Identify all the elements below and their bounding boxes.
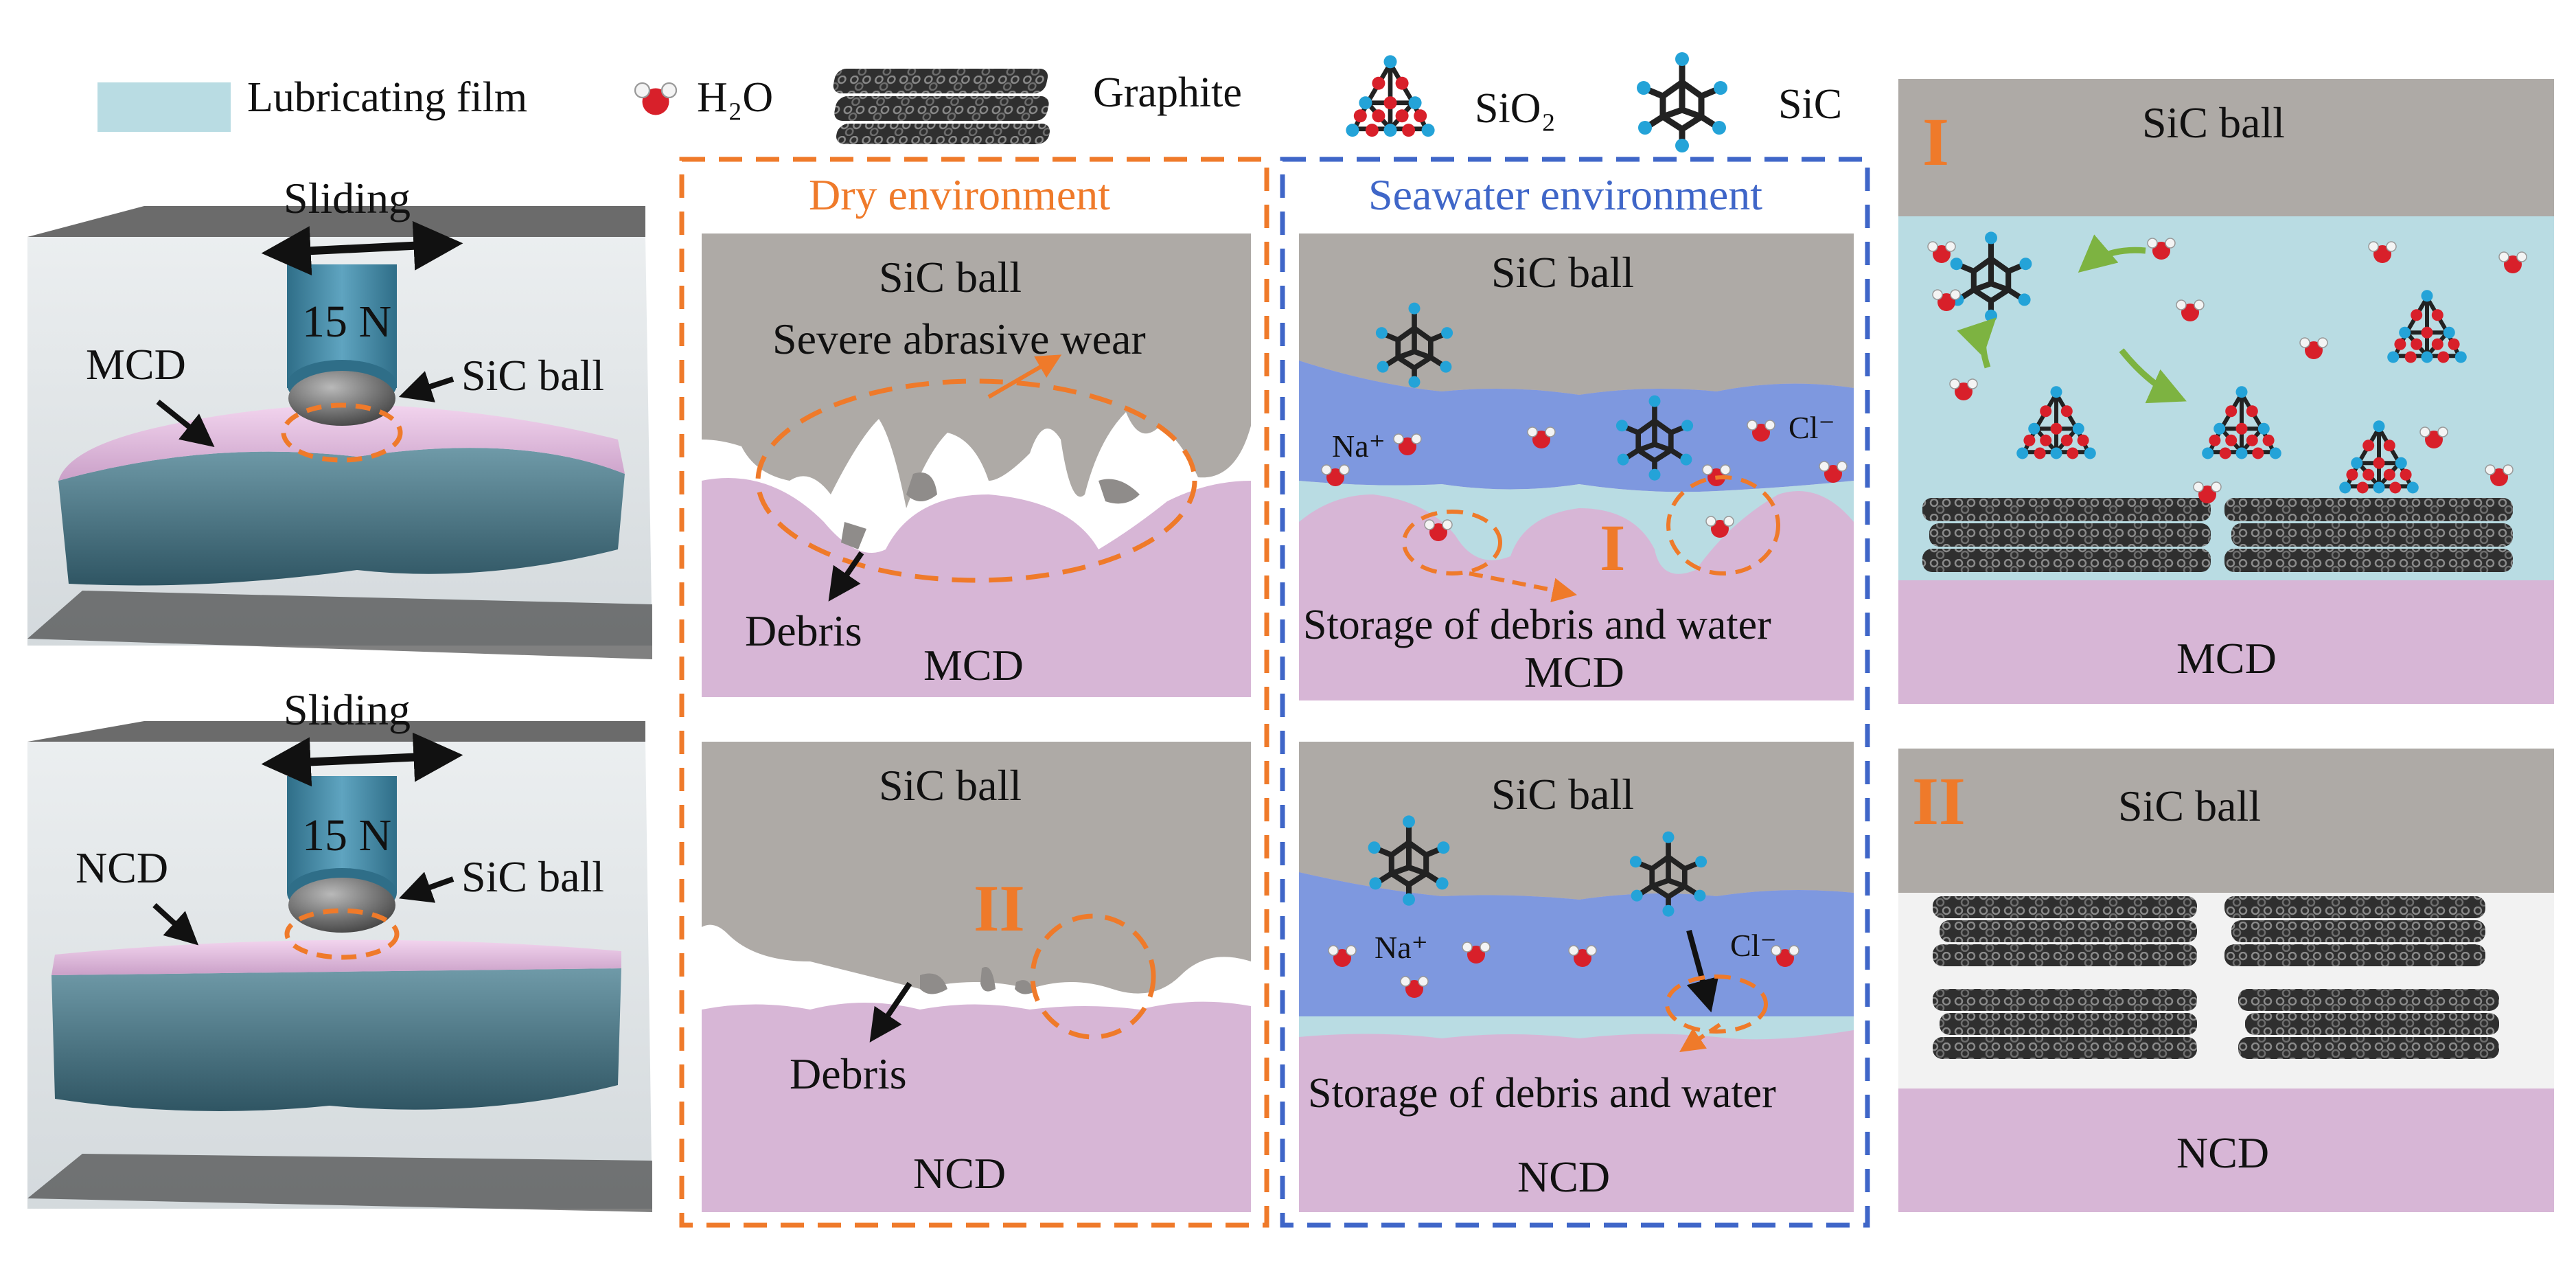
- dry-ncd-substrate-label: NCD: [913, 1149, 1006, 1198]
- seawater-mcd-pocket-left: [1402, 510, 1502, 575]
- mcd-sliding-label: Sliding: [284, 174, 411, 223]
- dry-mcd-wear-zone: [755, 378, 1197, 583]
- seawater-mcd-storage-label: Storage of debris and water: [1303, 602, 1771, 648]
- dry-ncd-contact-zone: [1030, 913, 1156, 1040]
- legend-silica: SiO₂: [1475, 85, 1556, 132]
- detail-i-substrate-label: MCD: [2176, 634, 2277, 683]
- seawater-mcd-chloride-label: Cl⁻: [1789, 410, 1835, 445]
- seawater-ncd-chloride-label: Cl⁻: [1730, 928, 1777, 963]
- ncd-coating-label: NCD: [76, 843, 168, 892]
- mcd-ball-label: SiC ball: [461, 351, 604, 400]
- ncd-sliding-label: Sliding: [284, 685, 411, 734]
- seawater-mcd-ball-label: SiC ball: [1491, 248, 1634, 297]
- detail-i-marker: I: [1922, 104, 1949, 180]
- seawater-ncd-substrate-label: NCD: [1517, 1152, 1610, 1201]
- dry-panel-title: Dry environment: [809, 170, 1110, 219]
- water-molecule-icon: [634, 82, 678, 116]
- seawater-ncd-pocket: [1665, 975, 1768, 1034]
- dry-ncd-ball-label: SiC ball: [879, 761, 1022, 810]
- ncd-ball-label: SiC ball: [461, 852, 604, 901]
- dry-mcd-ball-label: SiC ball: [879, 253, 1022, 301]
- silicon-carbide-molecule-icon: [1637, 52, 1727, 152]
- dry-environment-panel: Dry environment SiC ball Severe abrasive…: [679, 157, 1269, 1228]
- legend-lubricating-film: Lubricating film: [247, 74, 527, 121]
- legend-graphite: Graphite: [1093, 69, 1242, 116]
- detail-i-graphite-layers: [1922, 498, 2513, 572]
- lubricating-film-swatch: [97, 82, 231, 132]
- seawater-ncd-sodium-label: Na⁺: [1375, 930, 1428, 965]
- dry-mcd-wear-note: Severe abrasive wear: [772, 315, 1146, 363]
- dry-mcd-substrate-label: MCD: [923, 641, 1024, 690]
- detail-panel-ii: II SiC ball NCD: [1898, 749, 2554, 1212]
- seawater-panel-title: Seawater environment: [1368, 170, 1762, 219]
- detail-ii-ball-label: SiC ball: [2118, 782, 2261, 830]
- mcd-sliding-arrow: [261, 220, 463, 276]
- mcd-coating-label: MCD: [86, 340, 186, 389]
- seawater-mcd-pocket-right: [1666, 475, 1780, 575]
- dry-mcd-debris-label: Debris: [745, 606, 862, 655]
- detail-ii-substrate-label: NCD: [2176, 1128, 2269, 1177]
- legend-water: H₂O: [697, 74, 773, 121]
- seawater-mcd-marker: I: [1600, 511, 1625, 584]
- seawater-mcd-sodium-label: Na⁺: [1332, 429, 1385, 464]
- ncd-load-label: 15 N: [302, 810, 391, 861]
- mcd-contact-highlight: [281, 402, 403, 463]
- silica-molecule-icon: [1346, 55, 1434, 137]
- seawater-mcd-substrate-label: MCD: [1524, 648, 1624, 696]
- graphite-icon: [833, 69, 1050, 144]
- mcd-load-label: 15 N: [302, 297, 391, 347]
- seawater-ncd-ball-label: SiC ball: [1491, 770, 1634, 819]
- detail-i-ball-label: SiC ball: [2142, 98, 2285, 147]
- seawater-ncd-storage-label: Storage of debris and water: [1308, 1070, 1776, 1117]
- ncd-contact-highlight: [284, 908, 400, 960]
- detail-ii-marker: II: [1912, 763, 1966, 839]
- seawater-environment-panel: Seawater environment Na⁺ Cl⁻ I SiC ball …: [1280, 157, 1870, 1228]
- legend: Lubricating film H₂O Graphite SiO₂ SiC: [97, 52, 1842, 152]
- detail-ii-graphite-layers: [1933, 896, 2499, 1059]
- dry-ncd-debris-label: Debris: [790, 1049, 907, 1098]
- dry-ncd-marker: II: [974, 871, 1025, 945]
- seawater-panel-frame: [1280, 157, 1870, 1228]
- dry-panel-frame: [679, 157, 1269, 1228]
- left-mcd-3d-scene: Sliding 15 N MCD SiC ball: [27, 174, 652, 659]
- detail-panel-i: I SiC ball MCD: [1898, 79, 2554, 704]
- left-ncd-3d-scene: Sliding 15 N NCD SiC ball: [27, 685, 652, 1212]
- ncd-sliding-arrow: [261, 732, 463, 787]
- legend-silicon-carbide: SiC: [1778, 81, 1842, 128]
